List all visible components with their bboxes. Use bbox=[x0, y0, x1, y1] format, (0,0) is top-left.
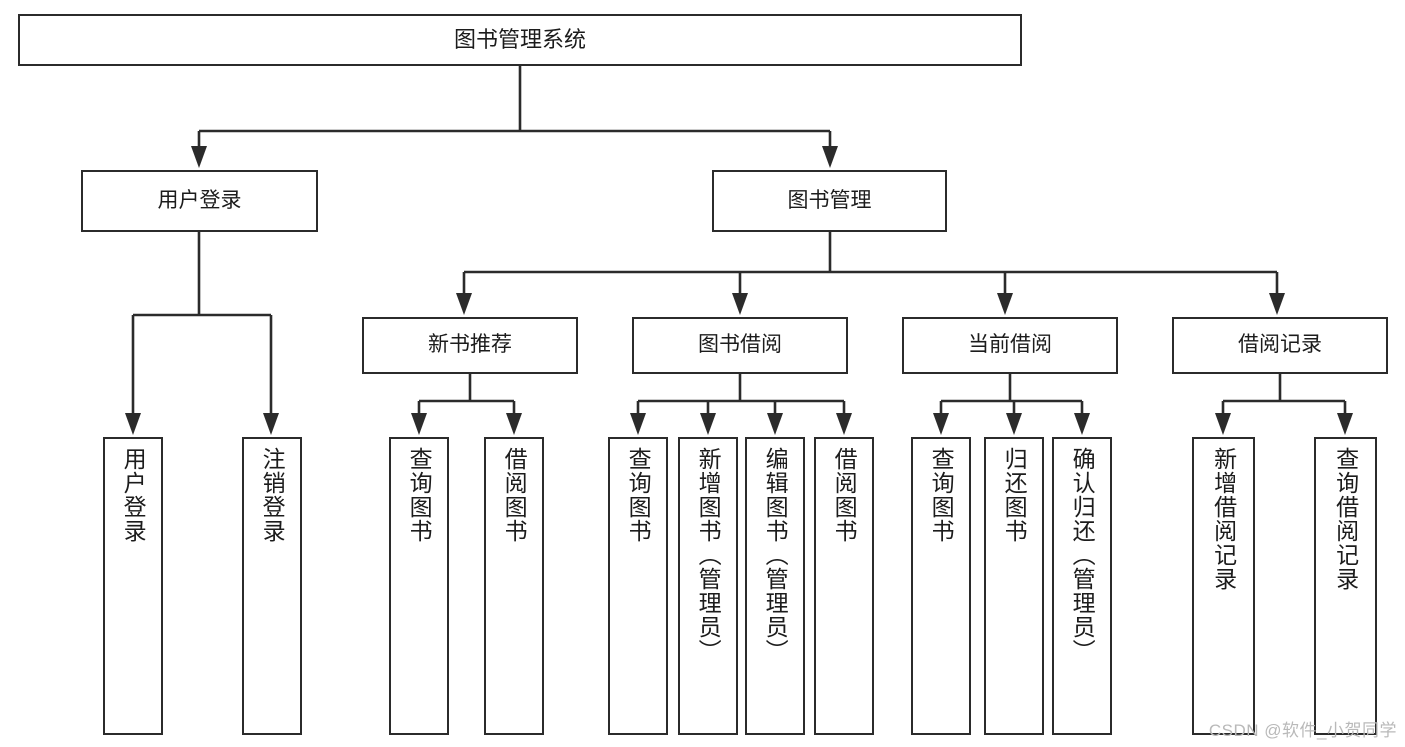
node-book-management[interactable]: 图书管理 bbox=[712, 170, 947, 232]
arrowhead-icon bbox=[125, 413, 141, 435]
leaf-borrow-book-recommend[interactable]: 借阅图书 bbox=[484, 437, 544, 735]
arrowhead-icon bbox=[767, 413, 783, 435]
node-book-borrow-label: 图书借阅 bbox=[698, 333, 782, 357]
arrowhead-icon bbox=[263, 413, 279, 435]
leaf-borrow-book[interactable]: 借阅图书 bbox=[814, 437, 874, 735]
arrowhead-icon bbox=[997, 293, 1013, 315]
arrowhead-icon bbox=[506, 413, 522, 435]
leaf-query-book-recommend[interactable]: 查询图书 bbox=[389, 437, 449, 735]
node-book-management-label: 图书管理 bbox=[787, 188, 872, 212]
leaf-add-book-admin[interactable]: 新增图书（管理员） bbox=[678, 437, 738, 735]
leaf-label: 查询图书 bbox=[928, 447, 955, 543]
leaf-add-borrow-record[interactable]: 新增借阅记录 bbox=[1192, 437, 1255, 735]
node-book-borrow[interactable]: 图书借阅 bbox=[632, 317, 848, 374]
arrowhead-icon bbox=[732, 293, 748, 315]
arrowhead-icon bbox=[1215, 413, 1231, 435]
arrowhead-icon bbox=[411, 413, 427, 435]
leaf-user-login[interactable]: 用户登录 bbox=[103, 437, 163, 735]
leaf-edit-book-admin[interactable]: 编辑图书（管理员） bbox=[745, 437, 805, 735]
leaf-query-borrow-record[interactable]: 查询借阅记录 bbox=[1314, 437, 1377, 735]
leaf-label: 查询图书 bbox=[406, 447, 433, 543]
watermark: CSDN @软件_小贺同学 bbox=[1208, 721, 1397, 740]
leaf-label: 新增图书（管理员） bbox=[695, 447, 722, 663]
leaf-label: 借阅图书 bbox=[831, 447, 858, 543]
leaf-return-book[interactable]: 归还图书 bbox=[984, 437, 1044, 735]
leaf-label: 确认归还（管理员） bbox=[1069, 447, 1096, 663]
node-root[interactable]: 图书管理系统 bbox=[18, 14, 1022, 66]
arrowhead-icon bbox=[836, 413, 852, 435]
leaf-label: 用户登录 bbox=[120, 447, 147, 543]
node-current-borrow[interactable]: 当前借阅 bbox=[902, 317, 1118, 374]
leaf-label: 新增借阅记录 bbox=[1210, 447, 1237, 591]
leaf-query-book-borrow[interactable]: 查询图书 bbox=[608, 437, 668, 735]
leaf-label: 注销登录 bbox=[259, 447, 286, 543]
arrowhead-icon bbox=[822, 146, 838, 168]
leaf-confirm-return-admin[interactable]: 确认归还（管理员） bbox=[1052, 437, 1112, 735]
leaf-label: 编辑图书（管理员） bbox=[762, 447, 789, 663]
node-new-book-recommend-label: 新书推荐 bbox=[428, 333, 512, 357]
arrowhead-icon bbox=[1269, 293, 1285, 315]
arrowhead-icon bbox=[1006, 413, 1022, 435]
node-root-label: 图书管理系统 bbox=[453, 27, 586, 53]
arrowhead-icon bbox=[456, 293, 472, 315]
node-borrow-record-label: 借阅记录 bbox=[1238, 333, 1322, 357]
node-new-book-recommend[interactable]: 新书推荐 bbox=[362, 317, 578, 374]
node-user-login-label: 用户登录 bbox=[157, 188, 242, 212]
leaf-label: 借阅图书 bbox=[501, 447, 528, 543]
arrowhead-icon bbox=[630, 413, 646, 435]
arrowhead-icon bbox=[1074, 413, 1090, 435]
leaf-query-book-current[interactable]: 查询图书 bbox=[911, 437, 971, 735]
arrowhead-icon bbox=[1337, 413, 1353, 435]
node-current-borrow-label: 当前借阅 bbox=[968, 333, 1052, 357]
node-user-login[interactable]: 用户登录 bbox=[81, 170, 318, 232]
arrowhead-icon bbox=[933, 413, 949, 435]
node-borrow-record[interactable]: 借阅记录 bbox=[1172, 317, 1388, 374]
arrowhead-icon bbox=[700, 413, 716, 435]
arrowhead-icon bbox=[191, 146, 207, 168]
leaf-logout[interactable]: 注销登录 bbox=[242, 437, 302, 735]
leaf-label: 归还图书 bbox=[1001, 447, 1028, 543]
leaf-label: 查询图书 bbox=[625, 447, 652, 543]
leaf-label: 查询借阅记录 bbox=[1332, 447, 1359, 591]
